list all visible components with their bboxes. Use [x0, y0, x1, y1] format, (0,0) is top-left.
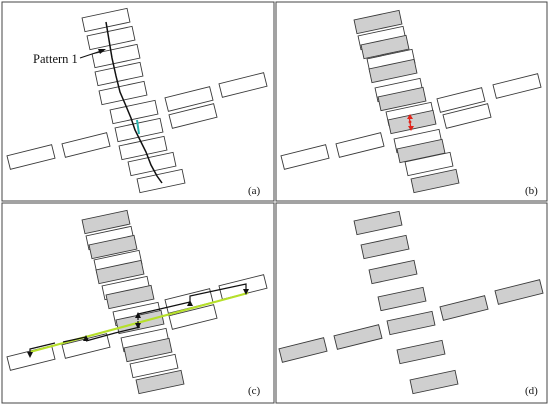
- panel-b: [280, 9, 542, 194]
- panel-a-vertical-column: [81, 7, 186, 194]
- panel-b-horizontal-row: [280, 73, 542, 170]
- panel-label-b: (b): [525, 185, 538, 197]
- panel-label-c: (c): [248, 385, 261, 397]
- panel-c-horizontal-row: [6, 274, 268, 371]
- panel-b-red-markers: [407, 114, 414, 131]
- panel-a: [6, 7, 268, 194]
- panel-a-path: [105, 21, 163, 184]
- panel-d: [278, 210, 544, 395]
- pattern-callout-label: Pattern 1: [33, 52, 78, 66]
- panel-a-callout-arrowhead: [98, 49, 106, 54]
- panel-a-path-highlight: [136, 119, 140, 135]
- panel-c-yellow-green-line: [29, 291, 249, 354]
- panel-a-horizontal-row: [6, 72, 268, 170]
- panel-c: [6, 209, 268, 395]
- panel-label-d: (d): [525, 385, 538, 397]
- panel-d-horizontal-row: [278, 279, 544, 363]
- panel-c-vertical-column: [81, 209, 185, 395]
- panel-label-a: (a): [248, 185, 261, 197]
- panel-d-vertical-column: [353, 210, 459, 395]
- panel-c-black-arrowheads: [27, 289, 249, 358]
